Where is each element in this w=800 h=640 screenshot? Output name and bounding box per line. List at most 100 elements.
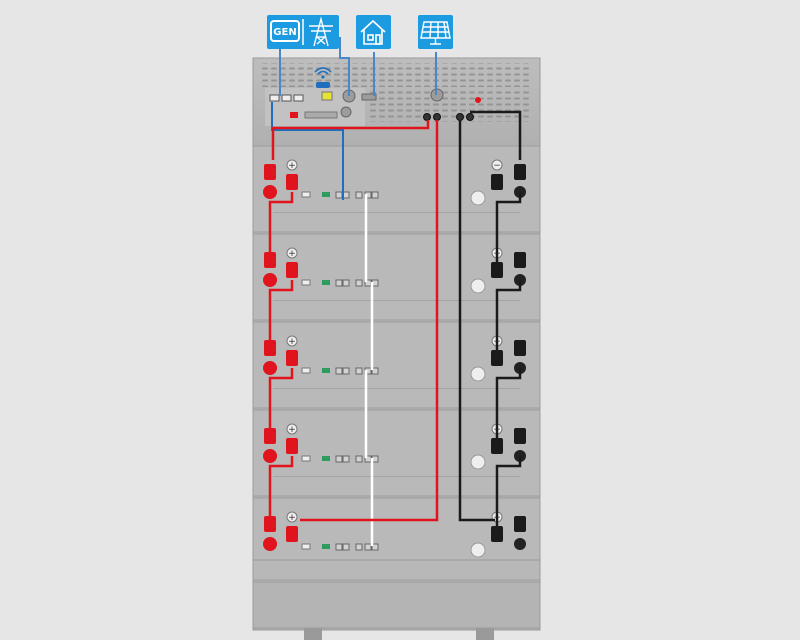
negative-link-cable [495, 368, 522, 438]
negative-terminal [491, 350, 503, 366]
ac-port-load [361, 93, 377, 101]
positive-link-cable [268, 280, 294, 350]
rj45-port [335, 191, 343, 199]
solar-icon-box [418, 15, 453, 49]
rj45-port [355, 191, 363, 199]
positive-terminal-2 [286, 174, 298, 190]
battery-module: +− [252, 145, 541, 233]
inverter-positive-lug-2 [433, 113, 441, 121]
negative-terminal-cap [514, 538, 526, 550]
positive-sign-badge [286, 335, 298, 347]
module-seam [273, 300, 520, 301]
module-seam [273, 388, 520, 389]
comm-port-1 [269, 94, 280, 102]
negative-sign-badge [491, 159, 503, 171]
rj45-port [335, 455, 343, 463]
power-button[interactable] [470, 366, 486, 382]
inverter-negative-lug-2 [466, 113, 474, 121]
negative-terminal [491, 526, 503, 542]
dip-switch [301, 279, 311, 286]
positive-terminal [264, 164, 276, 180]
power-button[interactable] [470, 542, 486, 558]
battery-module: +− [252, 409, 541, 497]
negative-terminal-2 [514, 516, 526, 532]
positive-link-cable [268, 456, 294, 526]
rj45-port [355, 367, 363, 375]
negative-link-cable [495, 192, 522, 262]
status-leds [322, 192, 330, 197]
status-leds [322, 368, 330, 373]
rj45-port [371, 191, 379, 199]
rj45-port [364, 543, 372, 551]
rj45-port [355, 543, 363, 551]
power-button[interactable] [470, 454, 486, 470]
rj45-port [355, 455, 363, 463]
rj45-port [342, 367, 350, 375]
power-button[interactable] [470, 278, 486, 294]
rj45-port [335, 367, 343, 375]
home-icon-box [356, 15, 391, 49]
positive-sign: + [288, 249, 296, 259]
negative-lead-top [470, 110, 522, 160]
rj45-port [342, 455, 350, 463]
comm-port-2 [281, 94, 292, 102]
positive-terminal-2 [286, 262, 298, 278]
positive-sign-badge [286, 511, 298, 523]
negative-terminal [491, 438, 503, 454]
dip-switch [301, 191, 311, 198]
module-seam [273, 212, 520, 213]
generator-grid-icon-box: GEN [267, 15, 339, 49]
cabinet-foot-right [476, 628, 494, 640]
cabinet-base [252, 559, 541, 629]
dip-switch [301, 367, 311, 374]
negative-link-cable [495, 280, 522, 350]
module-seam [273, 476, 520, 477]
positive-terminal-cap [263, 273, 277, 287]
inverter-positive-lug-1 [423, 113, 431, 121]
positive-terminal-2 [286, 350, 298, 366]
positive-sign-badge [286, 423, 298, 435]
dip-switch [301, 543, 311, 550]
solar-panel-icon [420, 21, 451, 45]
negative-sign: − [493, 161, 501, 171]
negative-terminal-2 [514, 340, 526, 356]
status-leds [322, 544, 330, 549]
power-button[interactable] [470, 190, 486, 206]
negative-terminal-2 [514, 252, 526, 268]
positive-sign: + [288, 513, 296, 523]
positive-sign-badge [286, 247, 298, 259]
small-red-indicator [475, 97, 481, 103]
rj45-port [342, 279, 350, 287]
positive-sign: + [288, 425, 296, 435]
negative-terminal-2 [514, 428, 526, 444]
rj45-port [335, 279, 343, 287]
positive-sign-badge [286, 159, 298, 171]
inverter-vent-top [262, 63, 532, 87]
negative-terminal-2 [514, 164, 526, 180]
connector-strip [304, 111, 338, 119]
positive-sign: + [288, 337, 296, 347]
negative-link-cable [495, 456, 522, 526]
negative-terminal [491, 174, 503, 190]
inverter-negative-lug-1 [456, 113, 464, 121]
positive-sign: + [288, 161, 296, 171]
positive-link-cable [268, 368, 294, 438]
rj45-port [371, 367, 379, 375]
comm-port-3 [293, 94, 304, 102]
red-connector [290, 112, 298, 118]
positive-link-cable [268, 192, 294, 262]
main-positive-cable [300, 120, 439, 522]
bms-comm-wire [271, 102, 344, 200]
inverter-unit [252, 57, 541, 147]
negative-terminal [491, 262, 503, 278]
main-negative-cable [458, 120, 495, 522]
wifi-icon [314, 67, 332, 88]
positive-terminal-cap [263, 537, 277, 551]
dip-switch [301, 455, 311, 462]
cabinet-foot-left [304, 628, 322, 640]
positive-terminal-2 [286, 526, 298, 542]
battery-module: +− [252, 233, 541, 321]
rj45-port [371, 543, 379, 551]
battery-modules: +−+−+−+−+− [252, 145, 541, 585]
